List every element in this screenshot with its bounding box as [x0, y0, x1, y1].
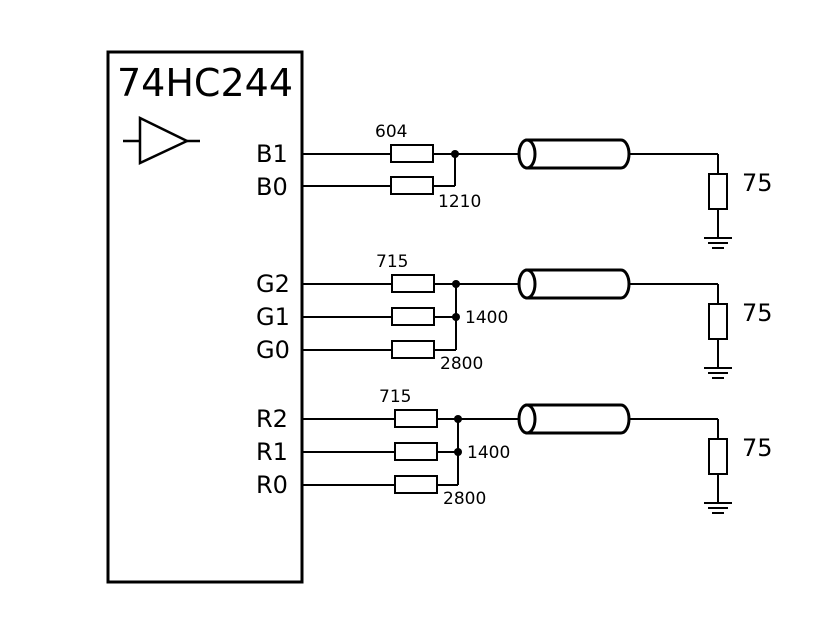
resistor-label-r1: 1400: [467, 443, 510, 463]
resistor-label-b0: 1210: [438, 192, 481, 212]
resistor-r2: [394, 409, 438, 428]
ground-icon: [704, 502, 732, 514]
pin-label-g2: G2: [256, 270, 290, 298]
channel-green: G2 G1 G0 715 1400 2800 75: [256, 252, 773, 379]
buffer-icon: [123, 115, 200, 165]
resistor-label-g1: 1400: [465, 308, 508, 328]
resistor-label-g2: 715: [376, 252, 408, 272]
pin-label-g0: G0: [256, 336, 290, 364]
load-resistor-green: [708, 303, 728, 340]
coax-cable-icon: [517, 268, 631, 300]
resistor-b0: [390, 176, 434, 195]
channel-blue: B1 B0 604 1210 75: [256, 122, 773, 249]
coax-cable-icon: [517, 138, 631, 170]
pin-label-g1: G1: [256, 303, 290, 331]
channel-red: R2 R1 R0 715 1400 2800 75: [256, 387, 773, 514]
resistor-g2: [391, 274, 435, 293]
resistor-g0: [391, 340, 435, 359]
load-resistor-blue: [708, 173, 728, 210]
resistor-label-r2: 715: [379, 387, 411, 407]
load-label-blue: 75: [742, 169, 773, 197]
resistor-label-b1: 604: [375, 122, 407, 142]
resistor-label-r0: 2800: [443, 489, 486, 509]
chip-title: 74HC244: [117, 61, 293, 105]
resistor-label-g0: 2800: [440, 354, 483, 374]
load-resistor-red: [708, 438, 728, 475]
junction-dot: [454, 448, 462, 456]
ground-icon: [704, 237, 732, 249]
load-label-green: 75: [742, 299, 773, 327]
pin-label-r2: R2: [256, 405, 288, 433]
resistor-b1: [390, 144, 434, 163]
resistor-r1: [394, 442, 438, 461]
pin-label-b0: B0: [256, 173, 288, 201]
pin-label-b1: B1: [256, 140, 288, 168]
pin-label-r1: R1: [256, 438, 288, 466]
junction-dot: [452, 313, 460, 321]
coax-cable-icon: [517, 403, 631, 435]
load-label-red: 75: [742, 434, 773, 462]
pin-label-r0: R0: [256, 471, 288, 499]
resistor-r0: [394, 475, 438, 494]
resistor-g1: [391, 307, 435, 326]
ground-icon: [704, 367, 732, 379]
